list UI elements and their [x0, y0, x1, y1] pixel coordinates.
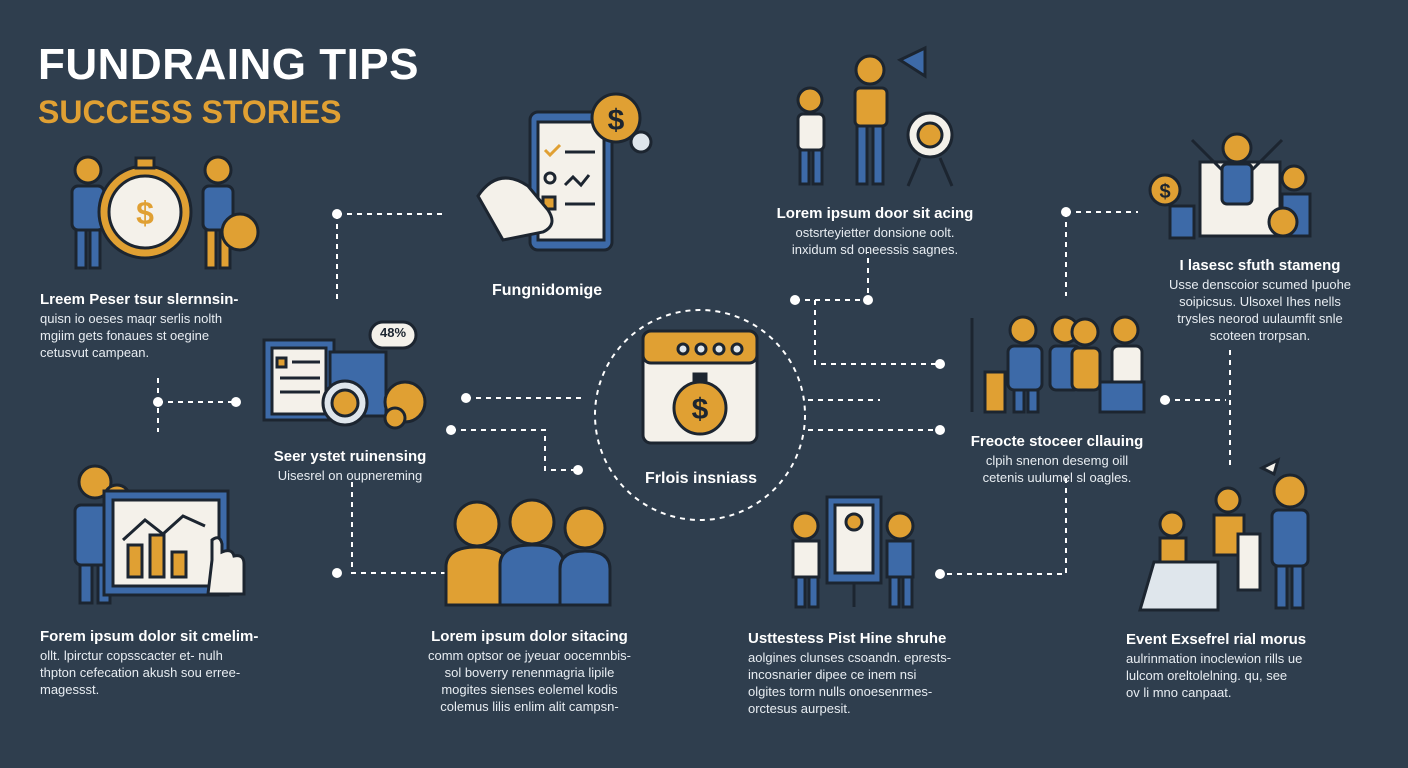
block-line: magessst. — [40, 682, 100, 697]
block-line: clpih snenon desemg oill — [985, 453, 1129, 468]
svg-text:$: $ — [1159, 181, 1170, 203]
svg-text:$: $ — [692, 393, 709, 426]
text-block-bottom-mid: Lorem ipsum dolor sitacing comm optsor o… — [412, 627, 647, 715]
block-line: quisn io oeses maqr serlis nolth — [40, 311, 223, 326]
block-line: incosnarier dipee ce inem nsi — [748, 667, 917, 682]
text-block-top-right: I lasesc sfuth stameng Usse denscoior sc… — [1150, 256, 1370, 344]
documents-clock-icon — [262, 320, 427, 430]
connector-bottom-right — [940, 478, 1067, 575]
block-line: inxidum sd oneessis sagnes. — [791, 242, 959, 257]
text-block-left-top: Lreem Peser tsur slernnsin- quisn io oes… — [40, 290, 238, 361]
center-label: Frlois insniass — [645, 470, 758, 487]
presentation-screen-icon — [790, 495, 915, 609]
dashed-connectors — [157, 211, 1231, 575]
block-line: aulrinmation inoclewion rills ue — [1126, 651, 1303, 666]
block-line: cetenis uulumel sl oagles. — [982, 470, 1132, 485]
block-line: lulcom oreltolelning. qu, see — [1126, 668, 1288, 683]
text-block-top-center: Lorem ipsum door sit acing ostsrteyiette… — [760, 204, 990, 258]
block-line: olgites torm nulls onoesenrmes- — [748, 684, 933, 699]
block-line: scoteen trorpsan. — [1209, 328, 1311, 343]
celebrating-team-icon: $ — [1148, 132, 1312, 240]
block-heading: Forem ipsum dolor sit cmelim- — [40, 628, 259, 645]
block-line: comm optsor oe jyeuar oocemnbis- — [427, 648, 632, 663]
block-heading: I lasesc sfuth stameng — [1179, 257, 1341, 274]
block-line: aolgines clunses csoandn. eprests- — [748, 650, 952, 665]
laptop-stopwatch-dollar-icon: $ — [641, 329, 759, 445]
block-heading: Event Exsefrel rial morus — [1126, 631, 1307, 648]
block-line: colemus lilis enlim alit campsn- — [440, 699, 619, 714]
chart-presenter-icon — [73, 464, 246, 605]
connector-top-center — [795, 252, 869, 301]
event-team-icon — [1138, 457, 1310, 612]
block-line: cetusvut campean. — [40, 345, 150, 360]
megaphone-team-icon — [796, 45, 954, 187]
page-title: FUNDRAING TIPS — [38, 40, 419, 89]
block-line: soipicsus. Ulsoxel Ihes nells — [1179, 294, 1341, 309]
team-workshop-icon — [970, 315, 1146, 414]
text-block-mid-right: Freocte stoceer cllauing clpih snenon de… — [952, 432, 1162, 486]
block-line: thpton cefecation akush sou erree- — [40, 665, 241, 680]
block-line: Uisesrel on oupnereming — [277, 468, 423, 483]
connector-left-bottom — [351, 482, 445, 574]
connector-mid-left-b — [451, 429, 578, 471]
block-line: ostsrteyietter donsione oolt. — [795, 225, 955, 240]
people-stopwatch-icon: $ — [70, 155, 260, 270]
center-dashed-ring — [594, 309, 806, 521]
text-block-left-mid: Seer ystet ruinensing Uisesrel on oupner… — [240, 447, 460, 484]
block-heading: Lorem ipsum door sit acing — [776, 205, 974, 222]
block-heading: Lorem ipsum dolor sitacing — [431, 628, 628, 645]
block-line: trysles neorod uulaumfit snle — [1177, 311, 1343, 326]
block-line: mgiim gets fonaues st oegine — [40, 328, 210, 343]
text-block-bottom-center-right: Usttestess Pist Hine shruhe aolgines clu… — [748, 629, 951, 717]
block-line: orctesus aurpesit. — [748, 701, 851, 716]
svg-text:$: $ — [136, 195, 154, 231]
connector-top-center-down — [814, 300, 940, 365]
connector-dots — [153, 207, 1170, 579]
block-heading: Freocte stoceer cllauing — [970, 433, 1144, 450]
block-heading: Seer ystet ruinensing — [273, 448, 427, 465]
svg-text:$: $ — [608, 104, 625, 137]
block-heading: Lreem Peser tsur slernnsin- — [40, 291, 239, 308]
block-heading: Usttestess Pist Hine shruhe — [748, 630, 947, 647]
block-line: ov li mno canpaat. — [1126, 685, 1232, 700]
phone-checklist-icon: $ — [476, 92, 653, 252]
text-block-left-bottom: Forem ipsum dolor sit cmelim- ollt. lpir… — [40, 627, 258, 698]
text-block-bottom-right: Event Exsefrel rial morus aulrinmation i… — [1126, 630, 1306, 701]
block-line: sol boverry renenmagria lipile — [444, 665, 615, 680]
page-subtitle: SUCCESS STORIES — [38, 94, 342, 130]
percent-badge: 48% — [379, 325, 407, 340]
block-line: mogites sienses eolemel kodis — [441, 682, 618, 697]
block-line: ollt. lpirctur copsscacter et- nulh — [40, 648, 223, 663]
top-mid-label: Fungnidomige — [492, 282, 603, 299]
block-line: Usse denscoior scumed Ipuohe — [1168, 277, 1352, 292]
three-people-icon — [444, 498, 612, 607]
